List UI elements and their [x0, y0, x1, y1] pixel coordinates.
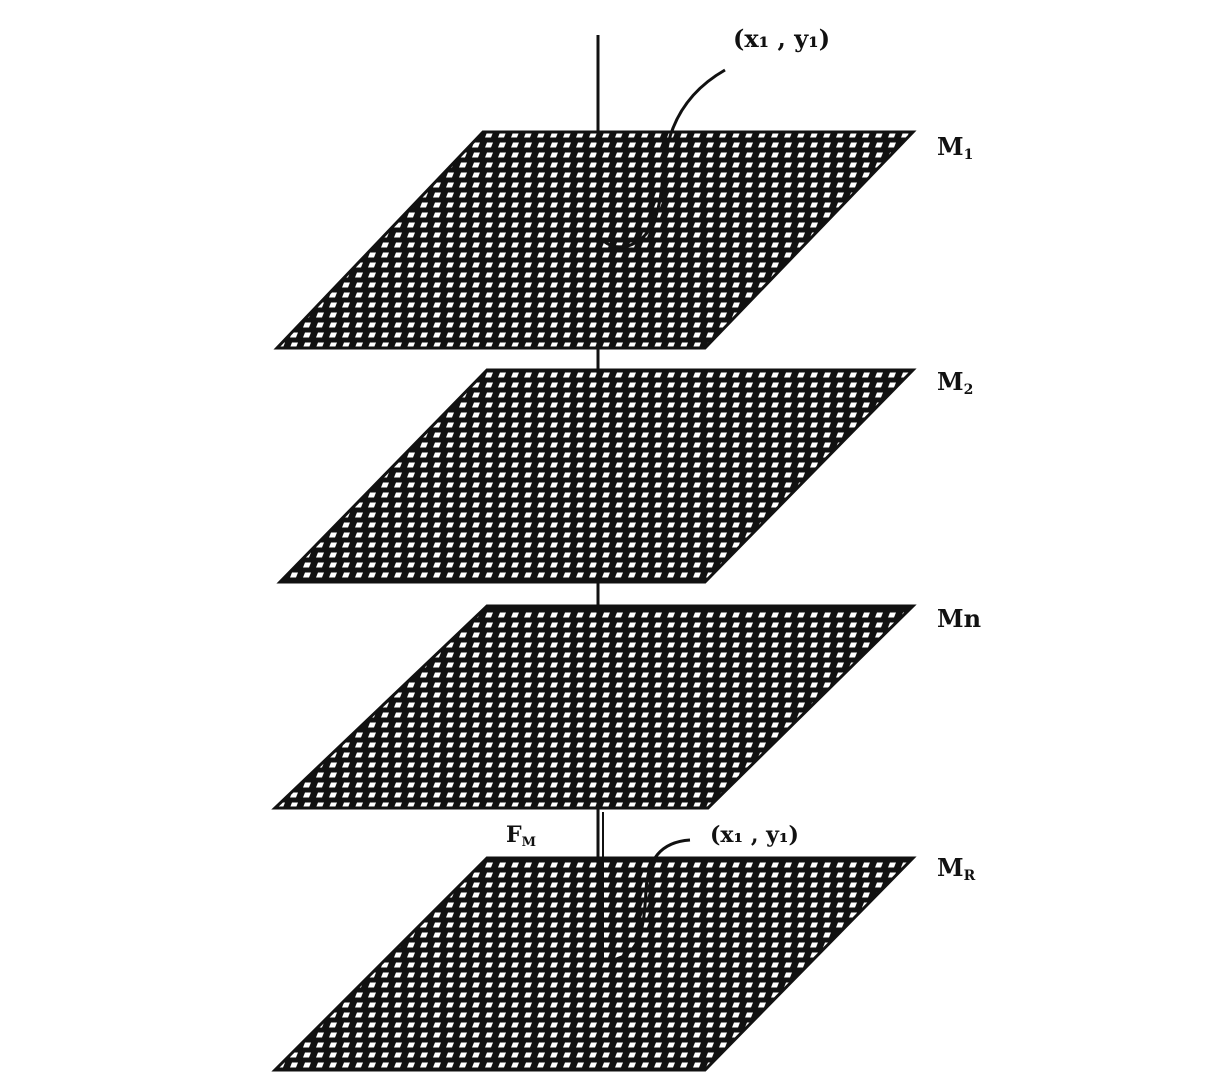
- plane-label-2: M2: [937, 367, 973, 398]
- point-label-bottom: (x₁ , y₁): [710, 822, 799, 848]
- point-label-top: (x₁ , y₁): [733, 24, 830, 53]
- leader-curve-top: [596, 68, 726, 249]
- grid-plane-1: [273, 130, 917, 350]
- force-label: FM: [506, 822, 536, 850]
- plane-group: [271, 130, 917, 1072]
- leader-curve-bottom: [596, 838, 691, 962]
- grid-plane-4: [271, 856, 917, 1072]
- force-label-sub: M: [522, 835, 536, 850]
- plane-label-1: M1: [937, 132, 973, 163]
- force-label-main: F: [506, 822, 522, 848]
- grid-plane-3: [271, 604, 917, 810]
- plane-label-3: Mn: [937, 604, 981, 633]
- plane-label-4: MR: [937, 853, 976, 884]
